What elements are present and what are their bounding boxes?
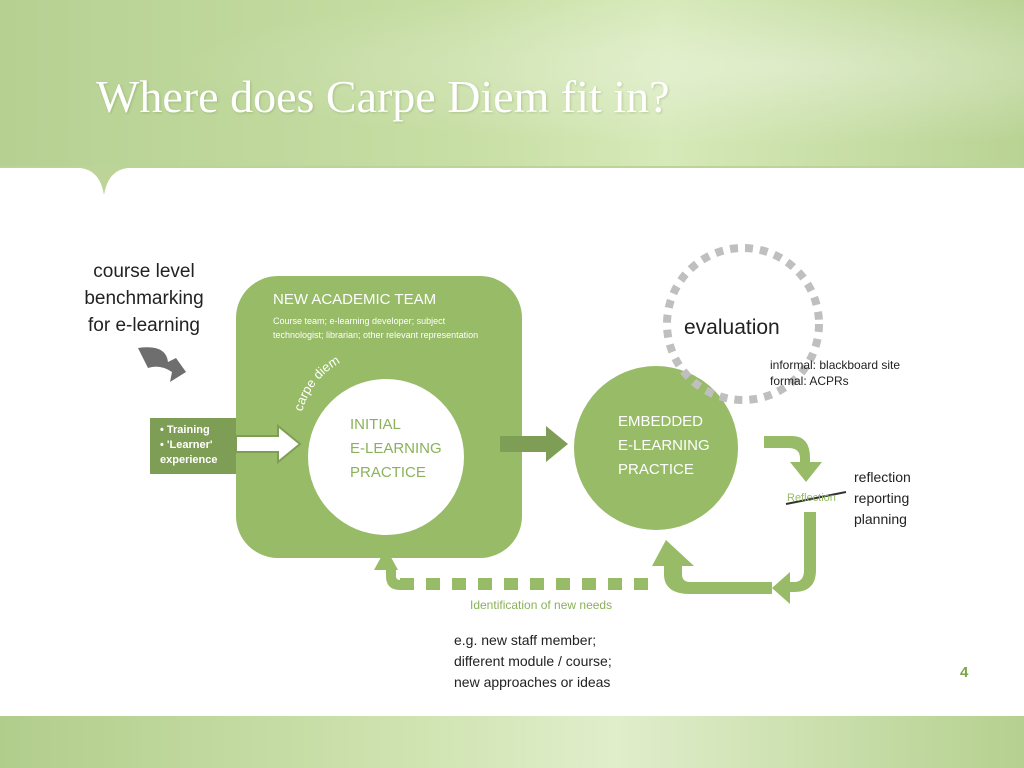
training-text: • Training • 'Learner' experience <box>160 423 217 468</box>
team-desc-line: Course team; e-learning developer; subje… <box>273 316 446 326</box>
reflection-list: reflection reporting planning <box>854 467 911 530</box>
embedded-practice-line: E-LEARNING <box>618 437 710 454</box>
reflection-strike <box>785 491 847 505</box>
initial-practice-line: PRACTICE <box>350 464 426 481</box>
evaluation-note: informal: blackboard site <box>770 358 901 372</box>
benchmark-line: for e-learning <box>88 315 200 336</box>
team-desc-line: technologist; librarian; other relevant … <box>273 330 479 340</box>
initial-practice-line: INITIAL <box>350 416 401 433</box>
page-number: 4 <box>960 664 969 681</box>
slide-header-band <box>0 0 1024 168</box>
identification-arrow-up <box>374 548 400 590</box>
team-title: NEW ACADEMIC TEAM <box>273 291 437 308</box>
training-item: • Training <box>160 424 210 436</box>
evaluation-notes: informal: blackboard site formal: ACPRs <box>770 357 900 389</box>
slide-title: Where does Carpe Diem fit in? <box>96 71 670 122</box>
reflection-struck-label: Reflection <box>787 492 836 504</box>
benchmark-curved-arrow <box>138 347 186 382</box>
practice-arrow <box>500 426 568 462</box>
benchmark-text: course level benchmarking for e-learning <box>66 258 222 339</box>
slide-footer-band <box>0 716 1024 768</box>
reflection-item: reporting <box>854 490 910 506</box>
evaluation-label: evaluation <box>684 316 780 339</box>
example-line: different module / course; <box>454 653 612 669</box>
embedded-practice-line: EMBEDDED <box>618 413 704 430</box>
benchmark-line: benchmarking <box>84 288 204 309</box>
example-line: e.g. new staff member; <box>454 632 597 648</box>
training-box <box>150 418 236 474</box>
initial-practice-label: INITIAL E-LEARNING PRACTICE <box>350 413 442 485</box>
benchmark-line: course level <box>93 261 195 282</box>
reflection-item: planning <box>854 511 907 527</box>
embedded-practice-line: PRACTICE <box>618 461 694 478</box>
embedded-practice-label: EMBEDDED E-LEARNING PRACTICE <box>618 410 710 482</box>
training-item: • 'Learner' <box>160 439 213 451</box>
evaluation-note: formal: ACPRs <box>770 374 849 388</box>
reflection-loop-top <box>764 436 822 482</box>
training-arrow <box>235 423 302 465</box>
initial-practice-circle <box>308 379 464 535</box>
reflection-item: reflection <box>854 469 911 485</box>
evaluation-dashed-circle <box>663 244 823 404</box>
examples-text: e.g. new staff member; different module … <box>454 630 612 693</box>
training-item: experience <box>160 454 218 466</box>
return-arrow <box>652 540 772 594</box>
initial-practice-line: E-LEARNING <box>350 440 442 457</box>
team-description: Course team; e-learning developer; subje… <box>273 314 478 342</box>
embedded-practice-circle <box>574 366 738 530</box>
reflection-loop-bottom <box>772 512 816 604</box>
identification-label: Identification of new needs <box>470 598 613 612</box>
example-line: new approaches or ideas <box>454 674 611 690</box>
